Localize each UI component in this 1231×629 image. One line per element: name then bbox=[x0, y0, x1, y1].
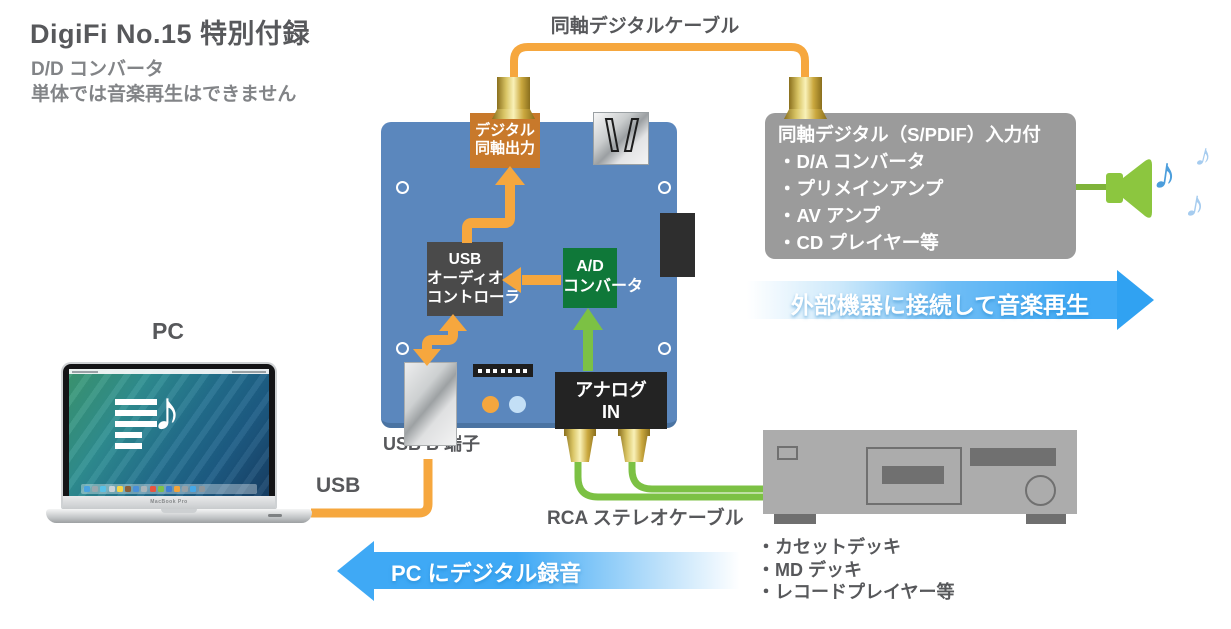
rca-jack-icon bbox=[618, 427, 650, 436]
cassette-deck-icon bbox=[763, 430, 1077, 514]
mounting-hole-icon bbox=[396, 181, 409, 194]
rca-stereo-cable-left bbox=[574, 448, 765, 501]
mounting-hole-icon bbox=[396, 342, 409, 355]
list-item: ・カセットデッキ bbox=[757, 537, 901, 557]
rca-jack-icon bbox=[564, 427, 596, 436]
rca-plug-icon bbox=[789, 77, 822, 110]
analog-in-box: アナログ IN bbox=[555, 372, 667, 429]
usb-label: USB bbox=[316, 474, 361, 497]
menu-bar bbox=[69, 369, 269, 374]
record-banner-arrowhead-icon bbox=[337, 541, 374, 601]
rca-plug-icon bbox=[497, 77, 530, 110]
music-note-icon: ♪ bbox=[1182, 182, 1209, 228]
capacitor-component-icon bbox=[660, 213, 695, 277]
deck-foot-icon bbox=[1026, 514, 1066, 524]
box-label-line: オーディオ bbox=[427, 270, 504, 287]
usb-a-port-icon bbox=[593, 112, 649, 165]
mounting-hole-icon bbox=[658, 342, 671, 355]
deck-power-button-icon bbox=[777, 446, 798, 460]
box-label-line: デジタル bbox=[475, 122, 535, 139]
panel-item: ・D/A コンバータ bbox=[778, 151, 926, 172]
analog-sources-list: ・カセットデッキ ・MD デッキ ・レコードプレイヤー等 bbox=[757, 536, 954, 604]
playlist-icon bbox=[115, 399, 157, 449]
rca-jack-icon bbox=[566, 436, 594, 462]
rca-cable-label: RCA ステレオケーブル bbox=[547, 508, 744, 529]
external-devices-panel: 同軸デジタル（S/PDIF）入力付 ・D/A コンバータ ・プリメインアンプ ・… bbox=[765, 113, 1076, 259]
panel-item: ・プリメインアンプ bbox=[778, 178, 944, 199]
rca-stereo-cable-right bbox=[628, 448, 765, 493]
panel-item: ・CD プレイヤー等 bbox=[778, 232, 939, 253]
playback-banner-text: 外部機器に接続して音楽再生 bbox=[790, 292, 1090, 318]
subtitle-line2: 単体では音楽再生はできません bbox=[31, 84, 297, 105]
rca-plug-icon bbox=[784, 109, 827, 119]
record-banner-text: PC にデジタル録音 bbox=[391, 561, 582, 586]
music-note-icon: ♪ bbox=[153, 379, 181, 442]
list-item: ・レコードプレイヤー等 bbox=[757, 582, 955, 602]
laptop-notch bbox=[161, 509, 197, 513]
box-label-line: A/D bbox=[576, 258, 604, 275]
box-label-line: アナログ bbox=[575, 380, 647, 400]
pc-label: PC bbox=[152, 318, 184, 344]
deck-cassette-window-icon bbox=[882, 466, 944, 484]
blue-led-icon bbox=[509, 396, 526, 413]
usb-audio-controller-box: USB オーディオ コントローラ bbox=[427, 242, 521, 316]
laptop-base bbox=[46, 509, 312, 523]
laptop-icon: ♪ MacBook Pro bbox=[61, 362, 277, 509]
box-label-line: コンバータ bbox=[563, 278, 644, 295]
box-label-line: 同軸出力 bbox=[474, 140, 535, 157]
laptop-port-icon bbox=[268, 514, 282, 517]
mounting-hole-icon bbox=[658, 181, 671, 194]
speaker-icon bbox=[1106, 159, 1152, 218]
rca-plug-icon bbox=[492, 109, 535, 119]
laptop-brand-label: MacBook Pro bbox=[63, 496, 275, 509]
music-note-icon: ♪ bbox=[1150, 145, 1181, 201]
usb-b-connector-icon bbox=[404, 362, 457, 446]
playback-banner-arrowhead-icon bbox=[1117, 270, 1154, 330]
digital-coax-output-box: デジタル 同軸出力 bbox=[470, 113, 540, 168]
coax-digital-cable bbox=[510, 43, 809, 86]
box-label-line: USB bbox=[448, 251, 482, 268]
box-label-line: IN bbox=[602, 402, 620, 422]
rca-jack-icon bbox=[620, 436, 648, 462]
orange-led-icon bbox=[482, 396, 499, 413]
laptop-screen: ♪ bbox=[69, 369, 269, 496]
deck-knob-icon bbox=[1025, 475, 1056, 506]
dock bbox=[81, 484, 257, 494]
deck-display-icon bbox=[970, 448, 1056, 466]
list-item: ・MD デッキ bbox=[757, 559, 862, 580]
record-banner bbox=[373, 552, 751, 589]
page-title: DigiFi No.15 特別付録 bbox=[30, 19, 311, 49]
ad-converter-box: A/D コンバータ bbox=[563, 248, 644, 308]
deck-foot-icon bbox=[774, 514, 816, 524]
panel-item: ・AV アンプ bbox=[778, 205, 881, 226]
panel-title: 同軸デジタル（S/PDIF）入力付 bbox=[778, 124, 1041, 145]
deck-cassette-door-icon bbox=[866, 447, 962, 505]
box-label-line: コントローラ bbox=[427, 289, 521, 306]
pin-header-icon bbox=[473, 364, 533, 377]
music-note-icon: ♪ bbox=[1191, 135, 1217, 175]
playback-banner bbox=[747, 281, 1117, 319]
subtitle-line1: D/D コンバータ bbox=[31, 59, 165, 80]
coax-cable-label: 同軸デジタルケーブル bbox=[550, 16, 740, 37]
